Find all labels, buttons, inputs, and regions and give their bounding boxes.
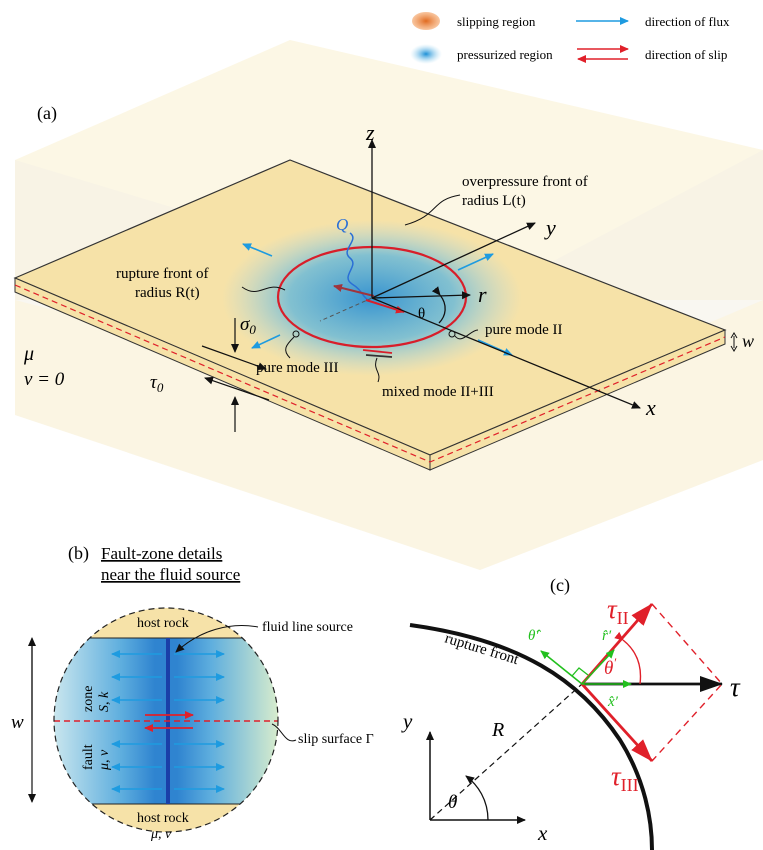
mu-label-a: μ (23, 343, 34, 365)
legend-flux-label: direction of flux (645, 14, 730, 29)
overpressure-leader (404, 194, 461, 226)
w-label-a: w (742, 331, 754, 351)
panel-a: Q z y x r θ (a) overpressure front of ra… (13, 40, 763, 570)
x-label-c: x (537, 821, 548, 845)
panel-a-label: (a) (37, 103, 57, 124)
mode2-point (448, 330, 456, 338)
mode2-label: pure mode II (485, 322, 562, 338)
panel-b: (b) Fault-zone details near the fluid so… (11, 543, 374, 842)
mode3-point (292, 330, 300, 338)
fault-zone-disc (54, 608, 278, 832)
panel-b-title-2: near the fluid source (101, 565, 240, 584)
legend: slipping region pressurized region direc… (410, 12, 730, 64)
legend-slipping-label: slipping region (457, 14, 536, 29)
radius-dashed (429, 683, 583, 821)
theta-arc-a (431, 286, 446, 324)
rupture-label-1: rupture front of (116, 266, 208, 282)
zone-label: zone (81, 686, 96, 712)
rupture-leader (241, 286, 286, 292)
z-axis-label: z (365, 120, 375, 145)
x-axis (371, 297, 641, 409)
tau-decomposition-dashes (651, 603, 723, 762)
host-rock-top: host rock (137, 616, 189, 631)
slip-arrow-mixed-2 (365, 354, 393, 358)
source-label-q: Q (336, 215, 348, 234)
theta-prime-arc (614, 631, 642, 685)
legend-pressurized-swatch (410, 44, 442, 64)
R-label: R (491, 719, 504, 741)
flux-arrows-b (111, 650, 225, 793)
mixed-label: mixed mode II+III (382, 384, 494, 400)
rupture-front-label: rupture front (443, 631, 521, 669)
sigma-label: σ0 (240, 314, 256, 337)
theta-hat-vector (540, 650, 583, 685)
tau-arrow-bottom (204, 376, 270, 401)
fault-zone-vertical-labels: fault μ, ν (81, 744, 112, 771)
y-axis (371, 222, 536, 299)
slip-arrow-center-left (333, 284, 375, 297)
slip-surface-label: slip surface Γ (298, 732, 374, 747)
panel-b-title-1: Fault-zone details (101, 544, 222, 563)
line-source-label: fluid line source (262, 620, 353, 635)
panel-c-label: (c) (550, 575, 570, 596)
overpressure-label-2: radius L(t) (462, 193, 526, 209)
panel-b-label: (b) (68, 543, 89, 564)
nu-label-a: ν = 0 (24, 369, 65, 390)
slip-arrow-center-right (365, 299, 405, 314)
slip-surface-leader (271, 723, 297, 742)
panel-c: (c) rupture front R x y θ τ τII τIII θ′ … (401, 575, 741, 850)
fault-label: fault (81, 744, 96, 770)
y-label-c: y (401, 709, 413, 733)
flux-arrow-nw (242, 243, 273, 257)
host-rock-bottom-params: μ, ν (150, 827, 172, 842)
slip-plane-dashes (14, 284, 726, 463)
right-angle-marker (571, 667, 589, 677)
tau-label: τ0 (150, 372, 164, 395)
w-label-b: w (11, 712, 24, 733)
r-axis (371, 291, 471, 300)
theta-prime-label: θ′ (604, 655, 616, 679)
line-source-leader (175, 625, 259, 653)
slip-arrow-mixed-1 (362, 349, 393, 354)
mode3-label: pure mode III (256, 360, 338, 376)
rupture-label-2: radius R(t) (135, 285, 200, 301)
tau-II-label: τII (607, 594, 629, 628)
x-axis-dashed-back (319, 297, 373, 322)
mode3-leader (285, 336, 295, 359)
flux-arrow-sw (251, 334, 281, 349)
tau-III-label: τIII (611, 761, 639, 795)
legend-pressurized-label: pressurized region (457, 47, 553, 62)
r-hat-vector (581, 649, 615, 685)
rupture-front-arc (409, 623, 654, 850)
x-hat-label: x̂′ (607, 694, 619, 710)
flux-arrow-ne (457, 253, 494, 271)
legend-slip-label: direction of slip (645, 47, 727, 62)
fault-zone-disc-outline (53, 607, 279, 833)
zone-params-1: μ, ν (97, 749, 112, 771)
zone-params-2: S, k (97, 691, 112, 712)
overpressure-label-1: overpressure front of (462, 174, 588, 190)
legend-slipping-swatch (412, 12, 440, 30)
w-arrow-a-heads (730, 332, 738, 352)
host-rock-bottom: host rock (137, 811, 189, 826)
tau-III-arrow (580, 683, 654, 762)
tau-arrow-top (201, 345, 267, 371)
theta-label-a: θ (418, 306, 425, 322)
mode2-leader (454, 329, 479, 340)
theta-label-c: θ (448, 792, 457, 813)
mixed-leader (375, 357, 380, 383)
theta-arc-c (465, 775, 489, 821)
tau-total-label: τ (730, 672, 741, 702)
fault-zone-vertical-labels-2: zone S, k (81, 686, 112, 712)
r-hat-label: r̂′ (602, 628, 612, 644)
r-axis-label: r (478, 282, 487, 307)
theta-hat-label: θ̂′ (528, 628, 541, 644)
x-axis-label: x (645, 395, 656, 420)
y-axis-label: y (544, 215, 556, 240)
